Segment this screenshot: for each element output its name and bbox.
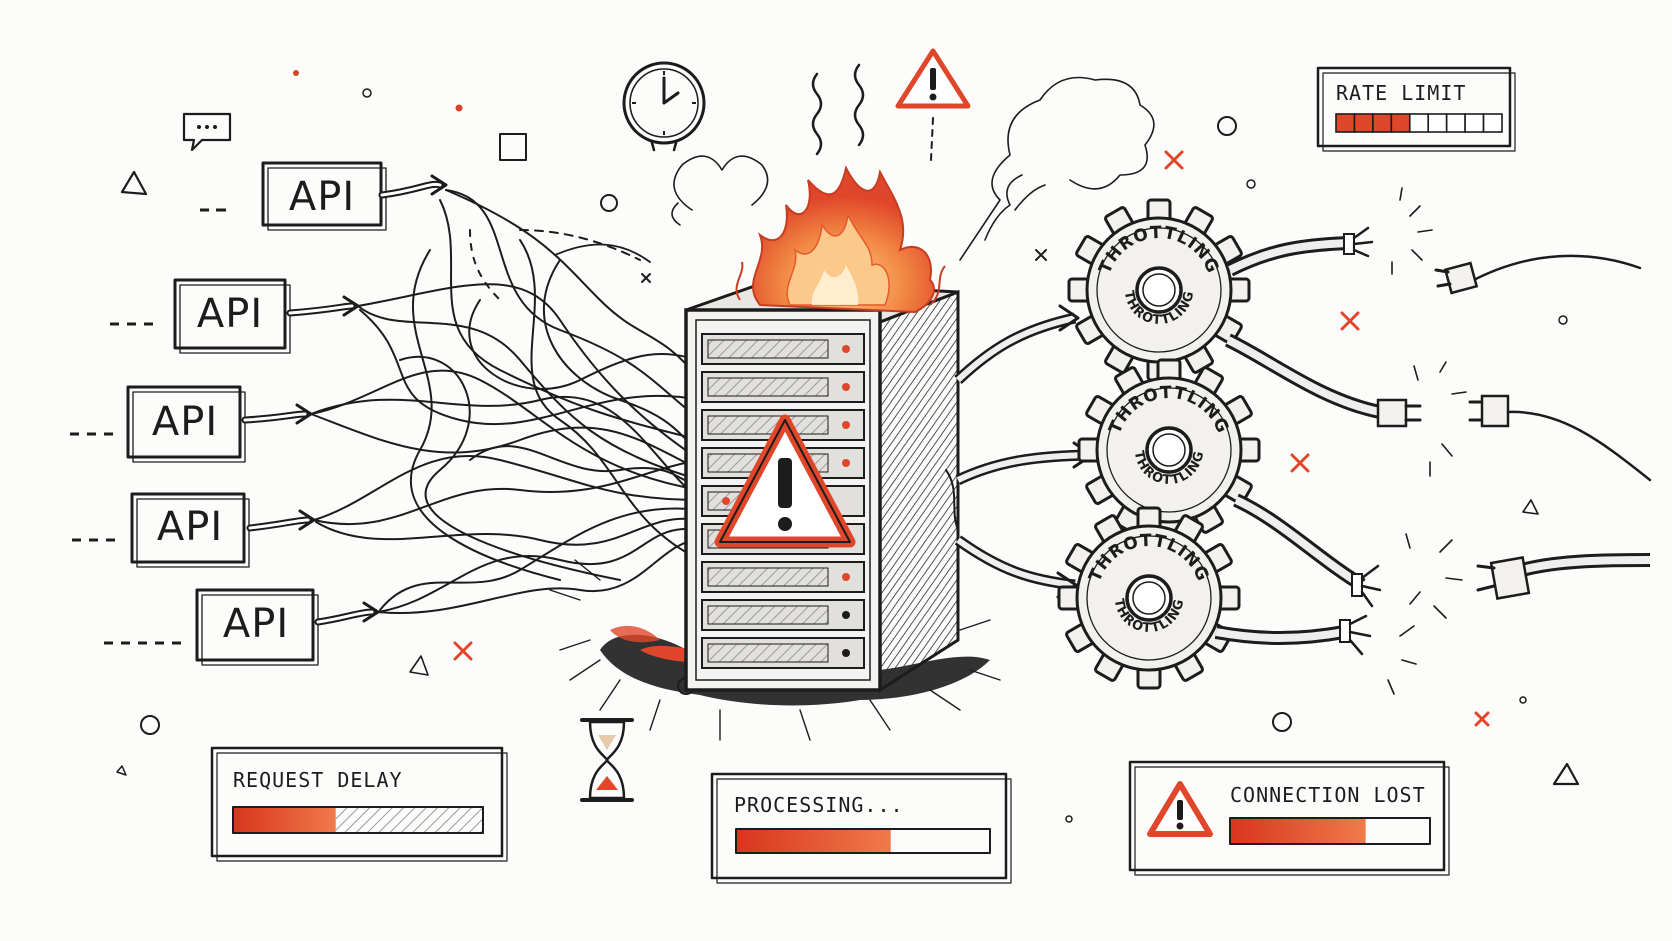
spark: [1387, 591, 1421, 695]
warning-triangle-icon: [1147, 781, 1213, 837]
request-delay-solid-fill: [234, 808, 336, 832]
processing-progress-fill: [737, 830, 891, 852]
broken-cables: [1214, 187, 1652, 695]
server-rack-icon: [549, 280, 1001, 741]
rate-limit-segment-empty: [1482, 113, 1503, 133]
rate-limit-segment-empty: [1445, 113, 1466, 133]
api-label: API: [152, 399, 218, 445]
rate-limit-segment-empty: [1464, 113, 1485, 133]
throttling-gear: THROTTLING THROTTLING: [1067, 198, 1251, 382]
api-label: API: [157, 504, 223, 550]
splatter-lines: [549, 559, 1001, 741]
warning-triangle-icon: [714, 414, 856, 548]
processing-label: PROCESSING...: [734, 793, 904, 817]
api-box[interactable]: API: [72, 492, 250, 568]
api-sources: API API API API API: [70, 161, 387, 666]
api-box[interactable]: API: [200, 161, 387, 231]
rate-limit-label: RATE LIMIT: [1336, 81, 1466, 105]
throttling-gears: THROTTLING THROTTLING THROTTLING THROTTL…: [1057, 198, 1261, 690]
clock-icon: [622, 61, 706, 152]
warning-triangle-icon: [895, 48, 971, 161]
processing-panel: PROCESSING...: [710, 772, 1012, 884]
rate-limit-panel: RATE LIMIT: [1316, 66, 1516, 152]
rate-limit-segment-filled: [1353, 113, 1374, 133]
decor-marks: [116, 70, 1580, 823]
spark: [1405, 533, 1463, 619]
request-delay-label: REQUEST DELAY: [233, 768, 403, 792]
heat-squiggles: [811, 63, 865, 156]
output-cables: [945, 304, 1094, 599]
chat-bubble-icon: [182, 112, 232, 152]
rate-limit-segment-empty: [1427, 113, 1448, 133]
api-label: API: [223, 601, 289, 647]
api-box[interactable]: API: [70, 385, 246, 463]
api-label: API: [197, 291, 263, 337]
tangled-cables: [241, 174, 701, 626]
spark: [1413, 361, 1467, 477]
spark: [1391, 187, 1433, 275]
api-box[interactable]: API: [104, 588, 319, 666]
rate-limit-meter: [1335, 113, 1503, 133]
request-delay-panel: REQUEST DELAY: [210, 746, 508, 862]
throttling-gear: THROTTLING THROTTLING: [1057, 506, 1241, 690]
request-delay-hatched-fill: [335, 808, 482, 832]
rate-limit-segment-filled: [1372, 113, 1393, 133]
connection-lost-panel: CONNECTION LOST: [1128, 760, 1450, 876]
rate-limit-segment-empty: [1408, 113, 1430, 133]
smoke: [671, 76, 1155, 261]
connection-lost-progress-fill: [1231, 819, 1366, 843]
api-box[interactable]: API: [110, 278, 291, 354]
rate-limit-segment-filled: [1335, 113, 1356, 133]
fire-icon: [735, 165, 946, 314]
rate-limit-segment-filled: [1390, 113, 1411, 133]
api-label: API: [289, 174, 355, 220]
hourglass-icon: [580, 718, 634, 802]
connection-lost-label: CONNECTION LOST: [1230, 783, 1426, 807]
throttling-gear: THROTTLING THROTTLING: [1077, 358, 1261, 542]
